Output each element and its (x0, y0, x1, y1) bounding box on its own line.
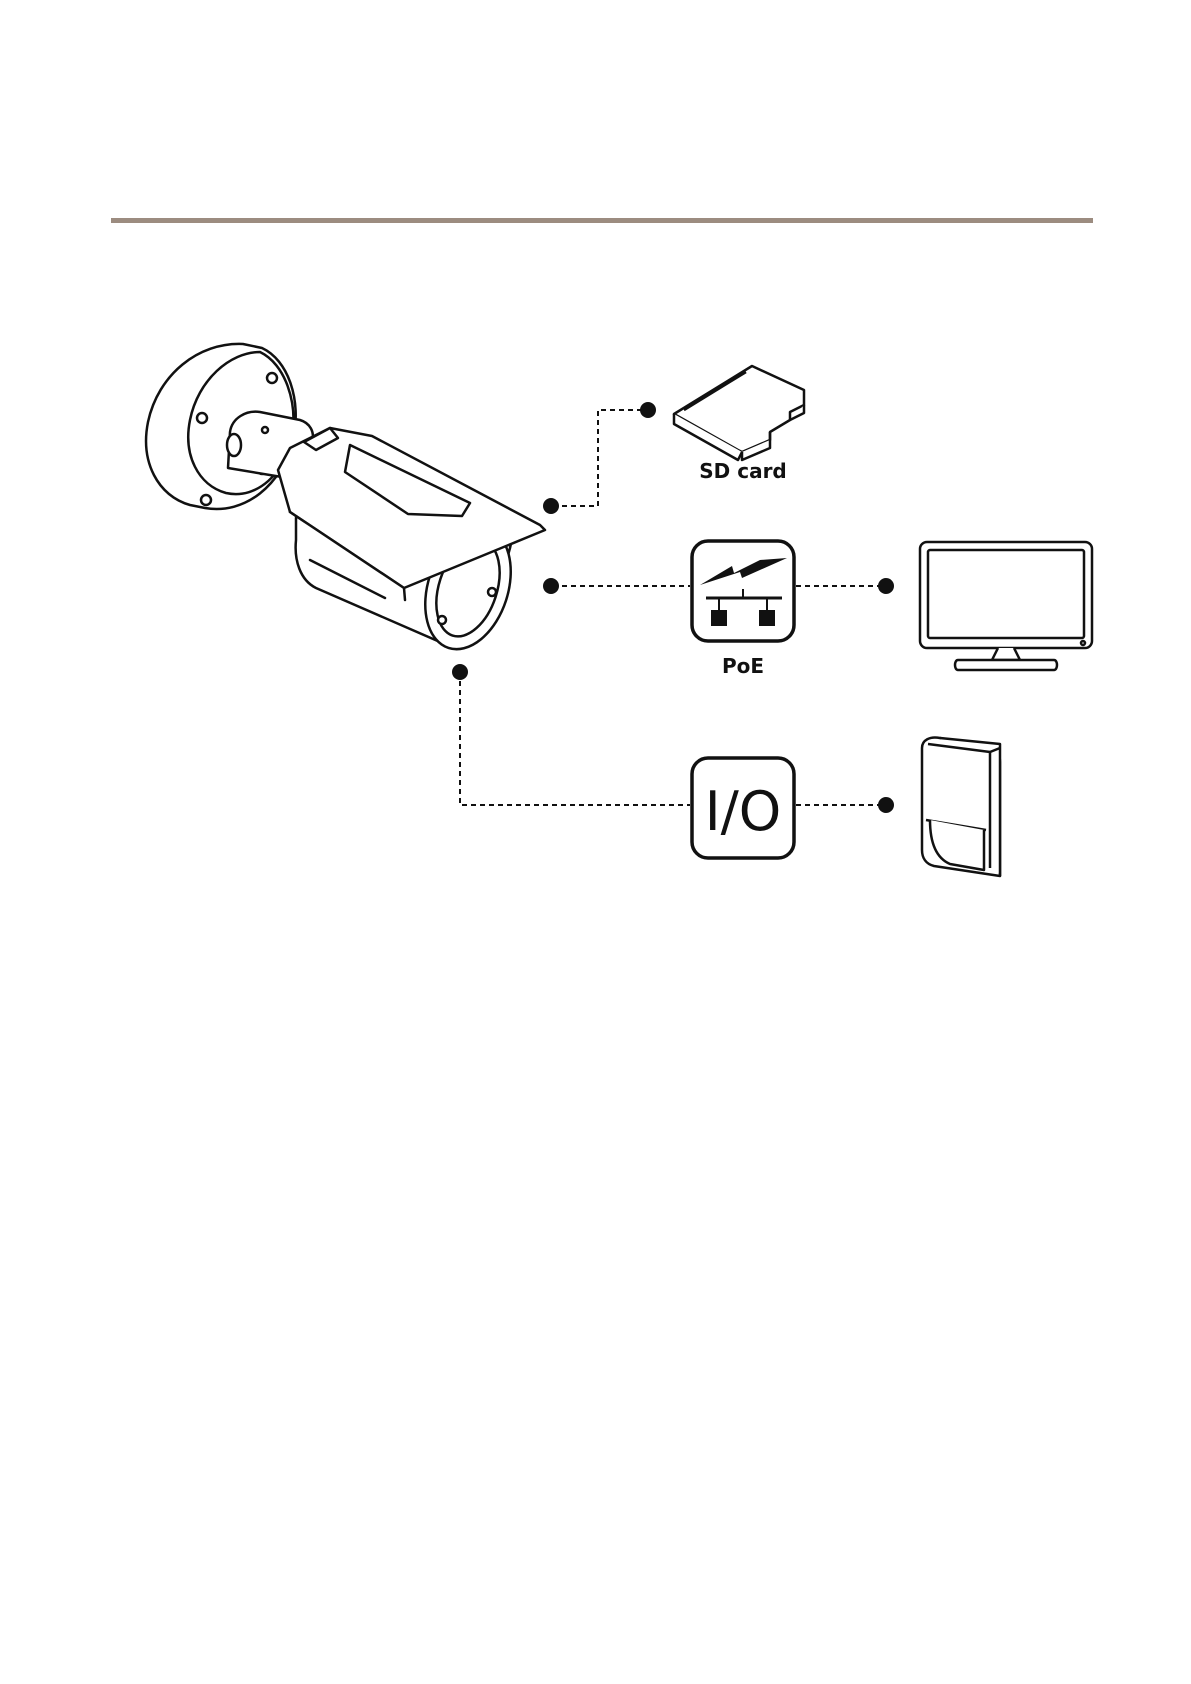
connection-dot (640, 402, 656, 418)
connection-dot (878, 578, 894, 594)
connection-lines (460, 410, 886, 805)
poe-label: PoE (722, 654, 764, 678)
network-power-icon (692, 541, 794, 641)
io-module-icon: I/O (692, 758, 794, 858)
connection-dot (543, 578, 559, 594)
sd-card-icon (674, 366, 804, 460)
connection-dot (543, 498, 559, 514)
sd-card-connection-line (553, 410, 648, 506)
bullet-camera-icon (146, 344, 545, 660)
connection-dot (452, 664, 468, 680)
connection-dot (878, 797, 894, 813)
monitor-icon (920, 542, 1092, 670)
motion-sensor-icon (922, 737, 1000, 876)
sd-card-label: SD card (699, 459, 787, 483)
io-label: I/O (705, 780, 782, 843)
connection-dots (452, 402, 894, 813)
io-connection-line (460, 672, 690, 805)
